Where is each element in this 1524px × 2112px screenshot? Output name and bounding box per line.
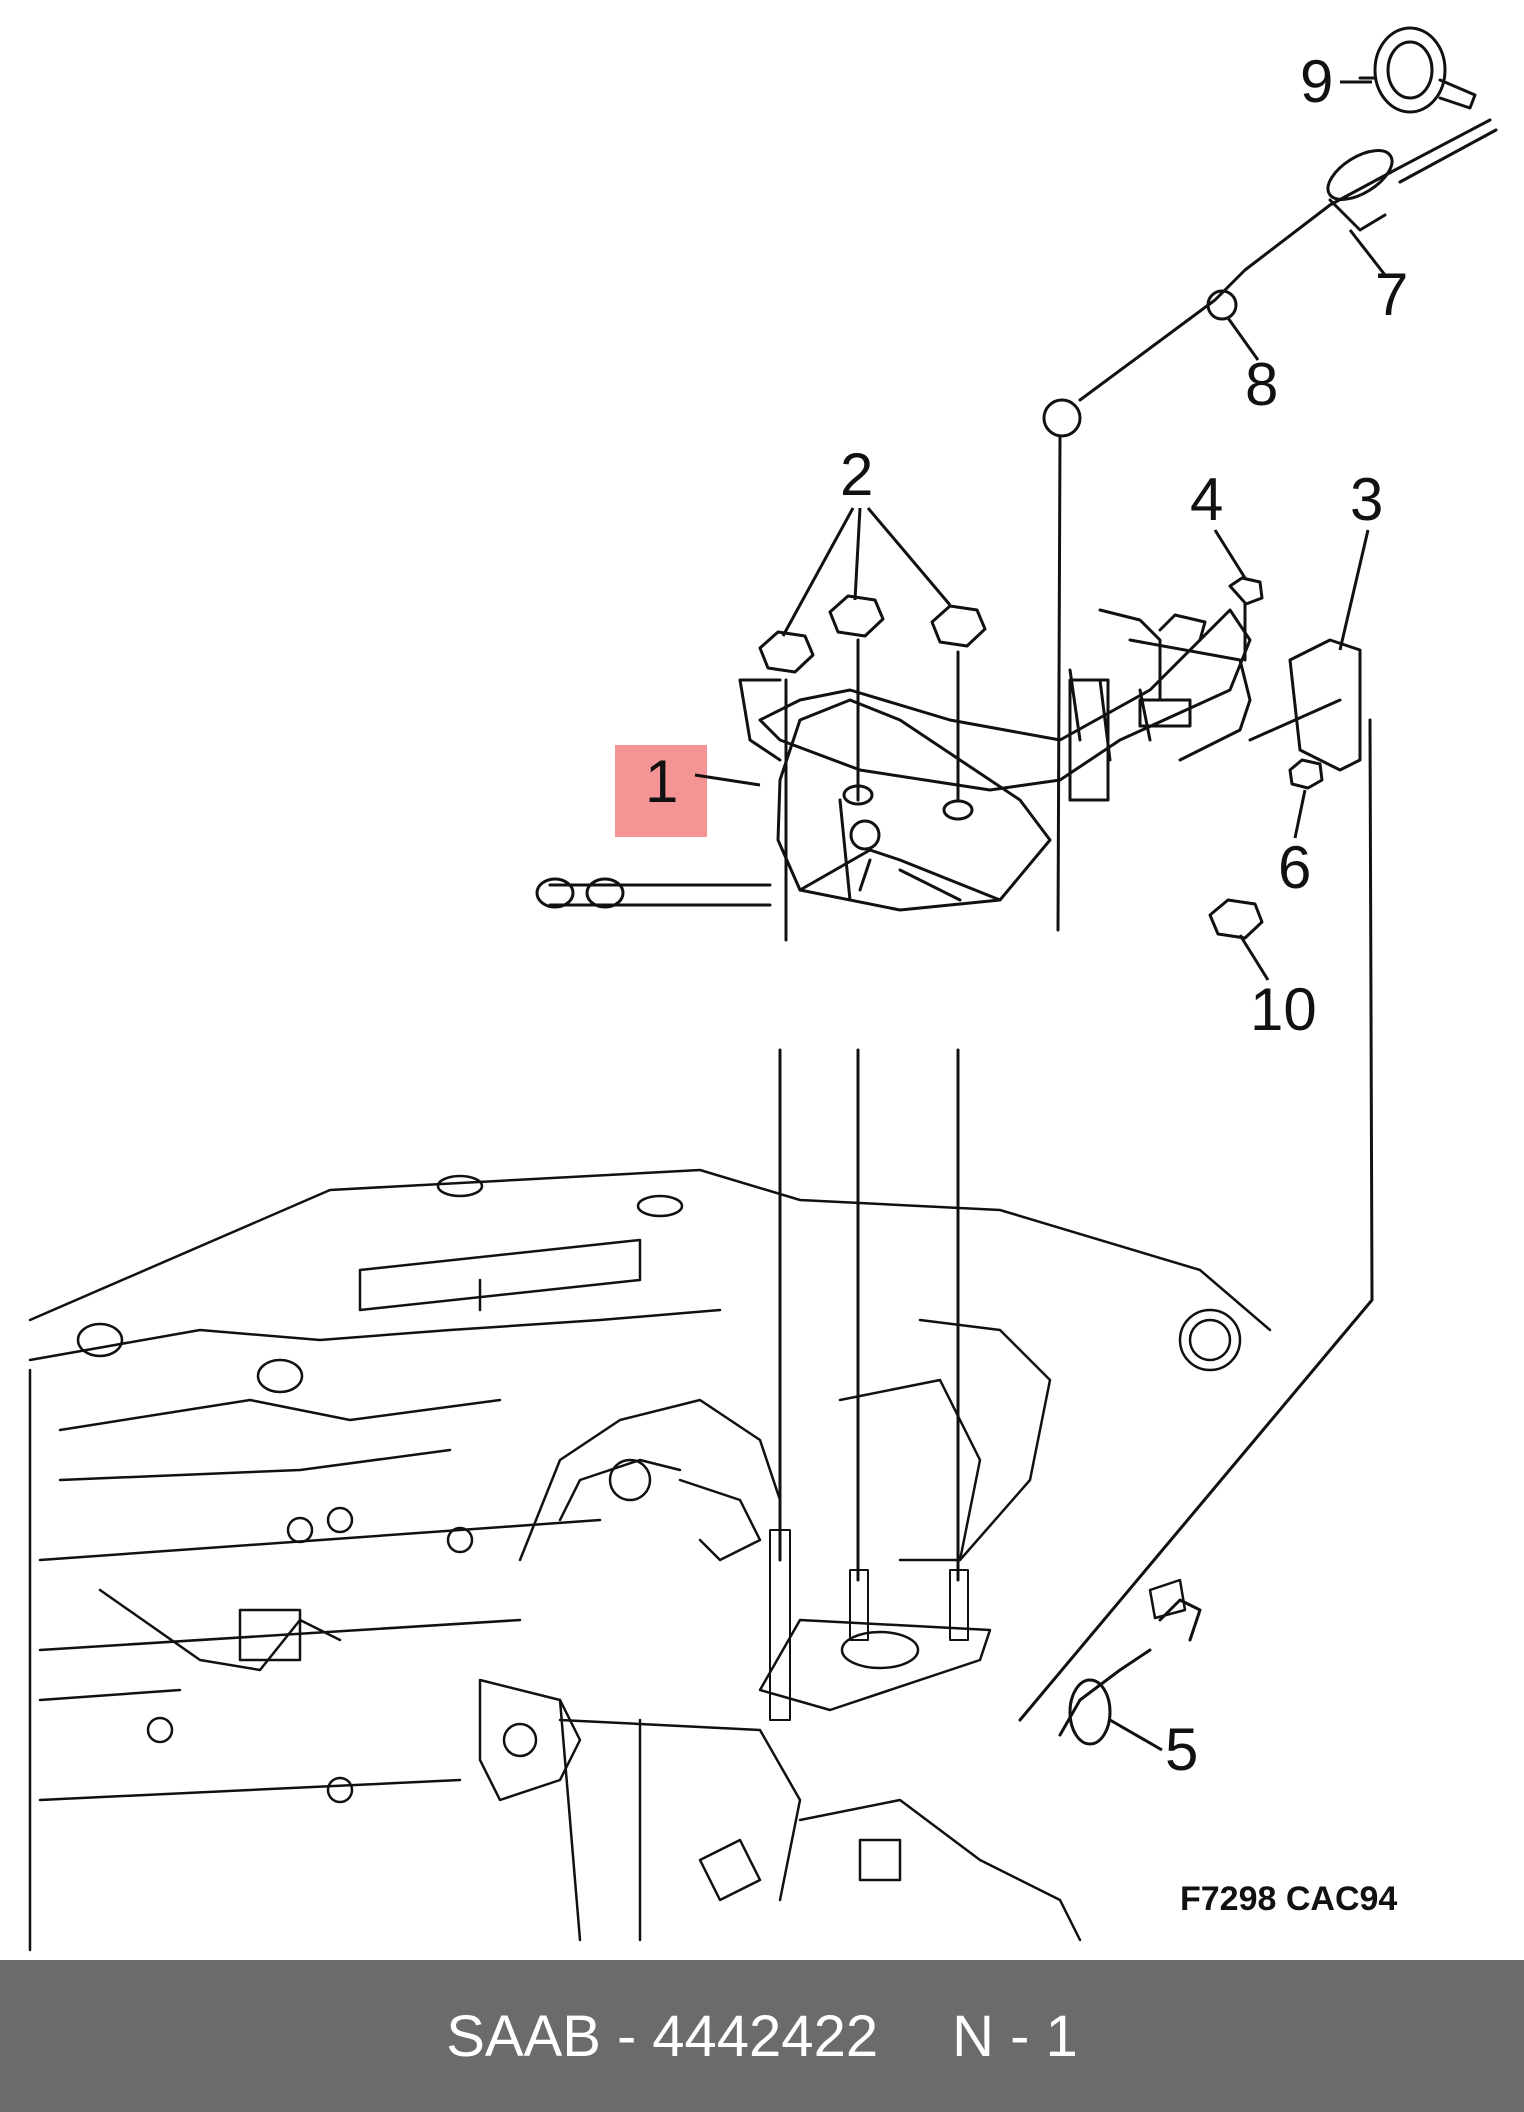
gear-cable-assembly [1042, 118, 1498, 932]
callout-3: 3 [1350, 466, 1384, 533]
callout-6: 6 [1278, 834, 1312, 901]
callout-2: 2 [840, 441, 874, 508]
callout-5: 5 [1165, 1716, 1199, 1783]
footer-separator: - [616, 2003, 637, 2069]
position-label: N - 1 [952, 2003, 1078, 2069]
figure-code: F7298 CAC94 [1180, 1880, 1398, 1918]
shift-housing-part-1 [738, 608, 1252, 912]
nuts-part-2 [758, 594, 987, 1721]
callout-1: 1 [645, 748, 679, 815]
callout-1-highlight [615, 745, 707, 837]
brand-label: SAAB [446, 2003, 601, 2069]
nut-part-6 [1288, 758, 1324, 790]
exploded-parts-diagram [28, 26, 1498, 1952]
shift-rod [535, 877, 772, 909]
leader-lines [694, 80, 1387, 1752]
nut-part-10 [1208, 898, 1264, 940]
callout-7: 7 [1375, 261, 1409, 328]
bolt-part-4 [1228, 576, 1264, 662]
part-info-footer: SAAB - 4442422 N - 1 [0, 1960, 1524, 2112]
callout-9: 9 [1300, 48, 1334, 115]
callout-8: 8 [1245, 351, 1279, 418]
bracket-part-3 [1018, 638, 1374, 1722]
part-number: 4442422 [652, 2003, 879, 2069]
engine-block [28, 1168, 1272, 1952]
grommet-part-5 [1058, 1598, 1202, 1746]
clip-part-9 [1358, 26, 1477, 114]
callout-10: 10 [1250, 976, 1317, 1043]
callout-4: 4 [1190, 466, 1224, 533]
